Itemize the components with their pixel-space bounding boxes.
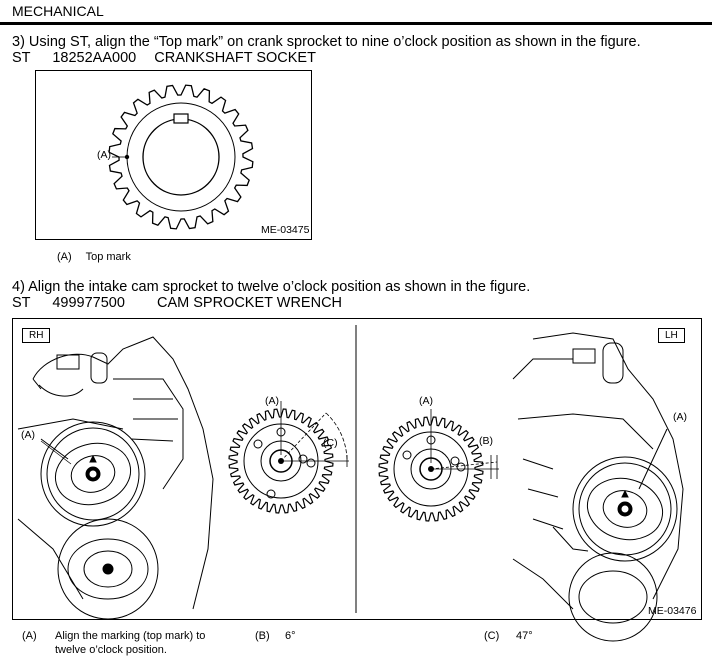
step3-legend: (A) Top mark <box>57 251 131 263</box>
rh-tag: RH <box>22 328 51 343</box>
step4-tool: ST 499977500 CAM SPROCKET WRENCH <box>12 295 342 311</box>
cam-figure-code: ME-03476 <box>648 605 697 617</box>
step3-tool-name: CRANKSHAFT SOCKET <box>154 50 316 66</box>
rh-engine-icon <box>17 336 214 620</box>
crank-callout-a: (A) <box>97 149 111 161</box>
section-title: MECHANICAL <box>12 3 104 19</box>
lh-engine-icon <box>512 332 684 642</box>
lh-sprocket-callout-b: (B) <box>479 435 493 447</box>
crank-sprocket-icon <box>108 84 254 230</box>
step3-tool-number: 18252AA000 <box>52 50 137 66</box>
crank-sprocket-figure: (A) ME-03475 <box>35 70 312 240</box>
legend-b-key: (B) <box>255 630 270 642</box>
step3-legend-key: (A) <box>57 251 72 263</box>
rh-sprocket-callout-c: (C) <box>323 437 338 449</box>
legend-c-key: (C) <box>484 630 500 642</box>
crank-figure-code: ME-03475 <box>261 224 310 236</box>
lh-tag: LH <box>658 328 685 343</box>
legend-b-text: 6° <box>285 630 296 642</box>
legend-a-key: (A) <box>22 630 37 642</box>
legend-a-text-2: twelve o’clock position. <box>55 644 167 656</box>
cam-sprocket-drawing <box>17 325 684 642</box>
step4-tool-prefix: ST <box>12 295 31 311</box>
rh-callout-a: (A) <box>21 429 35 441</box>
lh-cam-sprocket-icon <box>378 409 499 522</box>
step4-tool-name: CAM SPROCKET WRENCH <box>156 295 343 311</box>
lh-callout-a: (A) <box>673 411 687 423</box>
legend-c-text: 47° <box>516 630 533 642</box>
step3-instruction: 3) Using ST, align the “Top mark” on cra… <box>12 34 641 50</box>
step3-tool-prefix: ST <box>12 50 31 66</box>
step4-instruction: 4) Align the intake cam sprocket to twel… <box>12 279 531 295</box>
lh-sprocket-callout-a: (A) <box>419 395 433 407</box>
step4-tool-number: 499977500 <box>52 295 125 311</box>
legend-a-text-1: Align the marking (top mark) to <box>55 630 206 642</box>
header-rule <box>0 22 712 25</box>
rh-sprocket-callout-a: (A) <box>265 395 279 407</box>
step3-tool: ST 18252AA000 CRANKSHAFT SOCKET <box>12 50 316 66</box>
crank-sprocket-drawing <box>108 84 254 230</box>
rh-cam-sprocket-icon <box>228 401 349 514</box>
step3-legend-text: Top mark <box>85 251 131 263</box>
cam-sprocket-figure: RH LH (A) (A) (C) (A) (B) (A) ME-03476 <box>12 318 702 642</box>
